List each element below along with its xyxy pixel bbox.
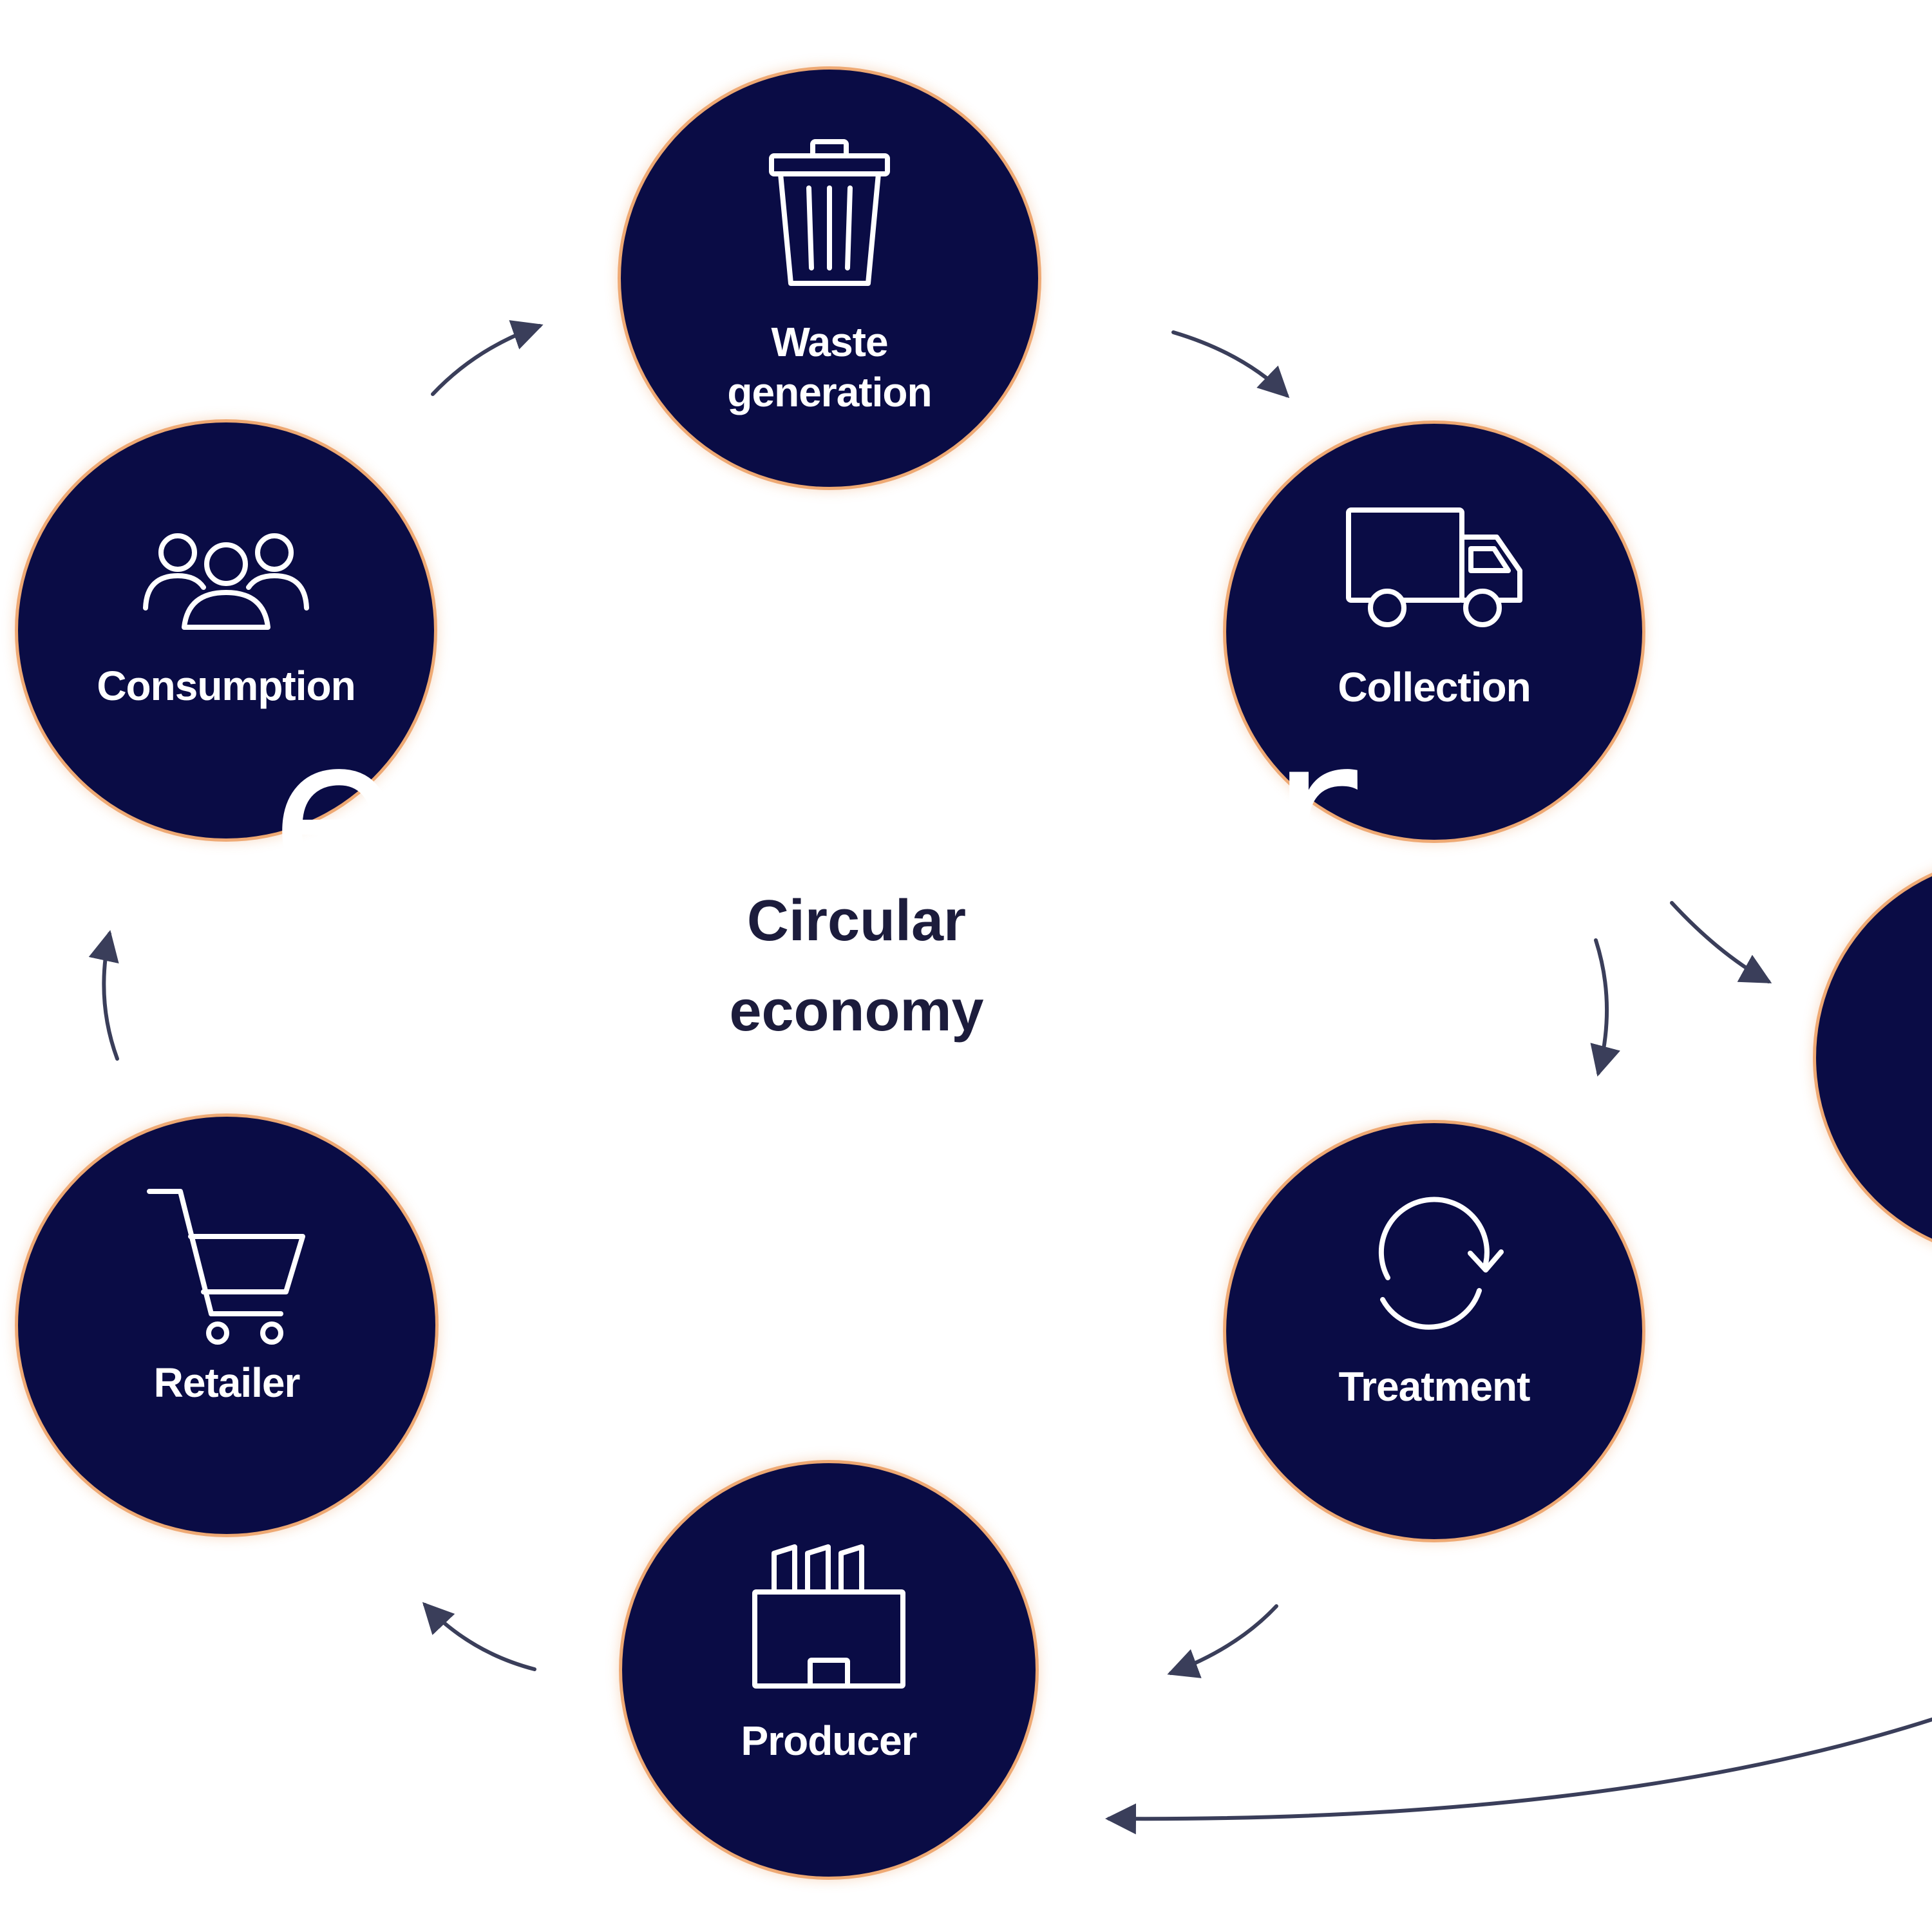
node-treatment: Treatment [1226,1123,1642,1539]
arrow-retailer-to-consumption [88,930,119,1061]
center-label: Circular economy [729,889,984,1043]
arrow-producer-to-retailer [422,1602,536,1671]
trash-bin-icon [769,139,890,286]
people-group-icon [143,533,309,630]
arrow-consumption-to-waste-generation [431,320,544,396]
node-producer: Producer [622,1463,1036,1877]
node-label: Retailer [153,1359,301,1406]
node-waste-generation: Waste generation [621,70,1038,487]
shopping-cart-icon [147,1189,305,1345]
arrow-offscreen-stage-to-producer [1105,1718,1932,1835]
arrow-collection-to-offscreen-stage [1670,901,1772,983]
node-label: Producer [741,1718,918,1764]
node-label: Waste generation [727,319,932,415]
recycle-cycle-icon [1378,1197,1504,1330]
node-label: Consumption [97,663,355,709]
arrow-waste-generation-to-collection [1171,330,1290,399]
factory-icon [752,1544,905,1689]
overlay-text: e y r [270,691,1358,938]
node-label: Collection [1338,664,1531,710]
node-consumption: Consumption [18,422,434,838]
node-collection: Collection [1226,424,1642,840]
arrow-collection-to-treatment [1590,938,1620,1077]
node-retailer: Retailer [18,1117,435,1534]
delivery-truck-icon [1346,507,1522,627]
node-label: Treatment [1338,1363,1531,1410]
arrow-treatment-to-producer [1167,1604,1278,1678]
